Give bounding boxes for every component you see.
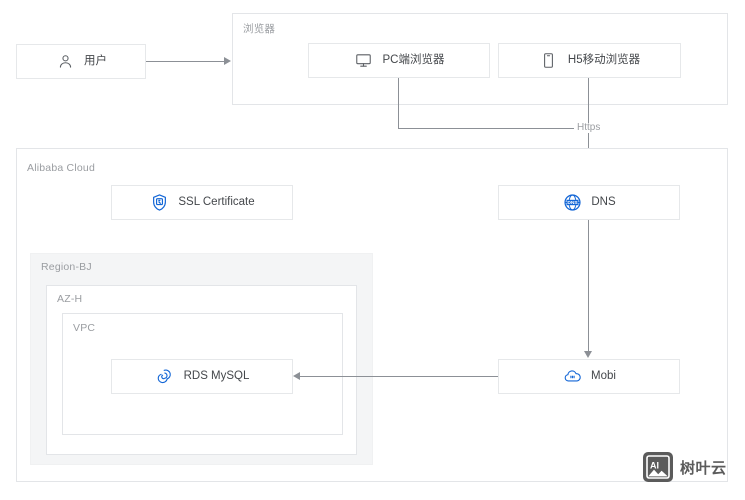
node-ssl-certificate-label: SSL Certificate — [178, 195, 255, 208]
group-alibaba-cloud-label: Alibaba Cloud — [27, 162, 95, 174]
node-rds-mysql-label: RDS MySQL — [183, 369, 250, 382]
edge-mobi-to-rds-line — [300, 376, 498, 377]
edge-user-to-browser-line — [146, 61, 224, 62]
node-mobi-label: Mobi — [591, 369, 616, 382]
node-dns-label: DNS — [591, 195, 616, 208]
edge-user-to-browser-arrow — [224, 56, 231, 65]
node-ssl-certificate[interactable]: SSL Certificate — [111, 185, 293, 220]
node-dns[interactable]: DNS DNS — [498, 185, 680, 220]
node-mobi[interactable]: Mobi — [498, 359, 680, 394]
node-pc-browser[interactable]: PC端浏览器 — [308, 43, 490, 78]
mobile-phone-icon — [539, 51, 559, 71]
ssl-shield-icon — [149, 193, 169, 213]
user-icon — [55, 52, 75, 72]
svg-text:DNS: DNS — [567, 200, 578, 206]
node-rds-mysql[interactable]: RDS MySQL — [111, 359, 293, 394]
dns-globe-icon: DNS — [562, 193, 582, 213]
edge-dns-to-mobi-arrow — [583, 351, 592, 358]
watermark-label: 树叶云 — [680, 459, 727, 477]
edge-https-label: Https — [574, 123, 604, 133]
watermark: AI 树叶云 — [643, 452, 727, 482]
group-az-h-label: AZ-H — [57, 293, 83, 305]
edge-pc-down-line — [398, 78, 399, 128]
node-h5-browser[interactable]: H5移动浏览器 — [498, 43, 681, 78]
cloud-icon — [562, 367, 582, 387]
ai-image-icon: AI — [643, 452, 673, 482]
node-user[interactable]: 用户 — [16, 44, 146, 79]
group-browser-label: 浏览器 — [243, 23, 276, 35]
node-pc-browser-label: PC端浏览器 — [382, 53, 445, 66]
desktop-monitor-icon — [354, 51, 374, 71]
node-user-label: 用户 — [84, 54, 107, 67]
group-vpc-label: VPC — [73, 322, 96, 334]
svg-text:AI: AI — [650, 461, 659, 471]
edge-pc-right-line — [398, 128, 588, 129]
node-h5-browser-label: H5移动浏览器 — [567, 53, 641, 66]
group-region-bj-label: Region-BJ — [41, 261, 92, 273]
edge-mobi-to-rds-arrow — [293, 371, 300, 380]
rds-database-icon — [155, 367, 175, 387]
edge-dns-to-mobi-line — [588, 220, 589, 351]
